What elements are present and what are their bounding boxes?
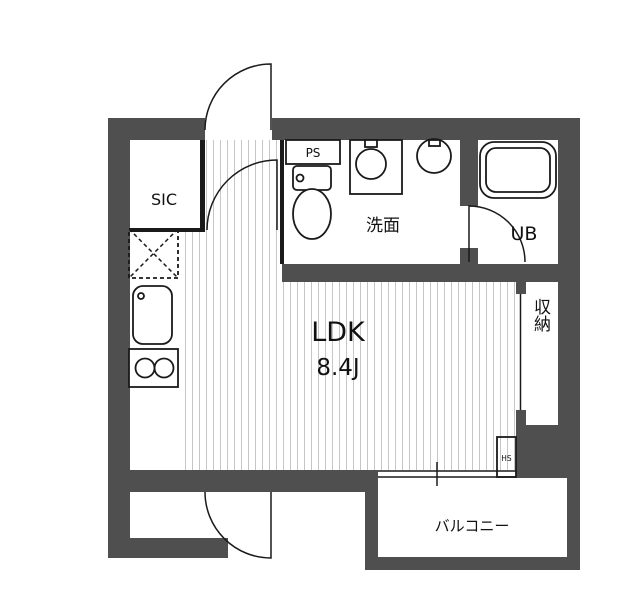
- partition-walls: [130, 140, 284, 264]
- left-wall: [108, 118, 130, 492]
- hall-door-swing: [206, 159, 278, 231]
- toilet-bowl: [292, 188, 332, 240]
- refrigerator-cross-line-2: [128, 228, 179, 279]
- sic-right-partition: [200, 140, 205, 232]
- ldk-floor-upper: [183, 232, 280, 282]
- ldk-size-label: 8.4J: [316, 355, 359, 381]
- hs-label: HS: [501, 454, 512, 463]
- bathtub-outer: [479, 141, 557, 199]
- kitchen-faucet-icon: [137, 292, 145, 300]
- balcony-label: バルコニー: [435, 517, 510, 535]
- floor-hatch: [183, 140, 516, 470]
- bottom-left-wall-horizontal: [108, 538, 228, 558]
- ps-label: PS: [306, 146, 321, 160]
- stove: [128, 348, 179, 388]
- bath-door-swing: [468, 205, 526, 263]
- labels: SIC PS 洗面 UB LDK 8.4J 収納 バルコニー HS: [151, 146, 551, 535]
- vanity-faucet-icon: [364, 139, 378, 148]
- unit-bath: [479, 141, 557, 199]
- ub-label: UB: [511, 223, 538, 245]
- hall-senmen-partition: [280, 140, 284, 264]
- top-wall-left: [108, 118, 205, 140]
- stove-burner-right: [153, 357, 175, 379]
- senmen-bottom-wall: [282, 264, 580, 282]
- washroom: [285, 138, 452, 240]
- washer-faucet-icon: [428, 139, 441, 147]
- bottom-right-wall-mass: [516, 425, 580, 478]
- balcony-right-wall: [567, 478, 580, 570]
- toilet-knob-icon: [295, 173, 305, 183]
- shuno-wall-stub-top: [516, 282, 526, 294]
- entrance-door-swing: [204, 63, 272, 131]
- shuno-wall-stub-bottom: [516, 410, 526, 425]
- hall-floor: [205, 140, 280, 232]
- top-wall-right: [272, 118, 580, 140]
- senmen-label: 洗面: [366, 216, 400, 236]
- senmen-ub-divider-top: [460, 140, 478, 206]
- ps-box: [285, 139, 341, 165]
- lower-door-swing: [204, 491, 272, 559]
- bottom-wall: [108, 470, 378, 492]
- vanity-counter: [349, 139, 403, 195]
- bathtub-inner: [485, 147, 551, 193]
- sic-label: SIC: [151, 190, 177, 209]
- washer-basin: [416, 138, 452, 174]
- hs-equipment-box: [496, 436, 517, 478]
- right-wall: [558, 118, 580, 478]
- kitchen-sink: [132, 285, 173, 345]
- sic-bottom-partition: [130, 228, 205, 232]
- balcony-bottom-wall: [365, 557, 580, 570]
- shuno-label: 収納: [530, 298, 551, 333]
- refrigerator-space-box: [128, 228, 179, 279]
- ldk-floor: [183, 282, 516, 470]
- ldk-label: LDK: [311, 317, 366, 348]
- toilet-tank: [292, 165, 332, 191]
- vanity-basin: [355, 148, 387, 180]
- kitchen: [128, 228, 179, 388]
- balcony-left-wall: [365, 478, 378, 570]
- refrigerator-cross-line-1: [128, 228, 179, 279]
- outer-walls: [108, 118, 580, 570]
- doors: [204, 63, 526, 559]
